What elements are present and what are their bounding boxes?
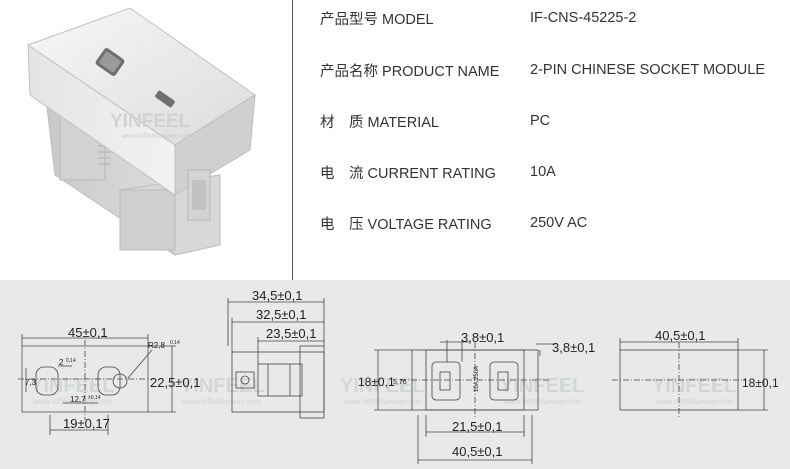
section-divider xyxy=(292,0,293,280)
drawing-watermark: YINFEEL xyxy=(340,375,424,397)
dim-top-height-left: 18±0,1 xyxy=(358,375,395,389)
dim-back-width: 40,5±0,1 xyxy=(655,328,706,343)
dim-top-pin-width: 3,8±0,1 xyxy=(461,330,504,345)
dim-radius: R2,8 xyxy=(148,341,165,350)
dim-bottom-spacing: 19±0,17 xyxy=(63,416,110,431)
product-photo: YINFEEL www.infinitiveway.com xyxy=(0,0,292,280)
spec-label: 产品型号 MODEL xyxy=(320,11,434,28)
technical-drawing-panel: YINFEEL YINFEEL YINFEEL YINFEEL YINFEEL … xyxy=(0,280,790,469)
back-view xyxy=(612,338,768,418)
front-view xyxy=(18,334,176,435)
socket-module-render: YINFEEL www.infinitiveway.com xyxy=(26,7,256,256)
dim-side-depth-1: 34,5±0,1 xyxy=(252,288,303,303)
dim-front-width: 45±0,1 xyxy=(68,325,108,340)
dim-pin-offset-tol: 0,14 xyxy=(66,358,76,364)
drawing-watermark-url: www.infinitiveway.com xyxy=(342,397,422,406)
dim-top-inner: 21,5±0,1 xyxy=(452,419,503,434)
rating-mark: 10A 250A xyxy=(474,366,480,392)
photo-watermark: YINFEEL xyxy=(110,111,191,132)
dim-top-outer: 40,5±0,1 xyxy=(452,444,503,459)
drawing-watermark-url: www.infinitiveway.com xyxy=(181,397,261,406)
spec-label: 材 质 MATERIAL xyxy=(320,114,439,131)
dim-front-height: 22,5±0,1 xyxy=(150,375,201,390)
spec-label: 产品名称 PRODUCT NAME xyxy=(320,63,500,80)
dim-radius-tol: 0,14 xyxy=(170,340,180,346)
dim-pin-spacing: 12,7 xyxy=(70,395,86,404)
drawing-watermark-url: www.infinitiveway.com xyxy=(502,397,582,406)
spec-label: 电 压 VOLTAGE RATING xyxy=(320,216,492,233)
dim-top-pin-offset: 5,76 xyxy=(393,379,407,386)
photo-watermark-url: www.infinitiveway.com xyxy=(121,133,191,140)
spec-value: 2-PIN CHINESE SOCKET MODULE xyxy=(530,62,766,78)
drawing-watermark: YINFEEL xyxy=(30,375,114,397)
dimension-drawings: YINFEEL YINFEEL YINFEEL YINFEEL YINFEEL … xyxy=(18,288,779,464)
spec-label: 电 流 CURRENT RATING xyxy=(320,165,496,182)
dim-top-pin-width-right: 3,8±0,1 xyxy=(552,340,595,355)
drawing-watermark-url: www.infinitiveway.com xyxy=(654,397,734,406)
dim-pin-offset: 2 xyxy=(59,358,64,367)
side-view xyxy=(227,298,325,419)
spec-value: 10A xyxy=(530,164,556,180)
dim-side-depth-2: 32,5±0,1 xyxy=(256,307,307,322)
dim-left-height: 7,3 xyxy=(25,378,37,387)
top-view xyxy=(374,340,556,464)
drawing-watermark: YINFEEL xyxy=(180,375,264,397)
spec-value: PC xyxy=(530,113,551,129)
drawing-watermark: YINFEEL xyxy=(500,375,584,397)
dim-back-height: 18±0,1 xyxy=(742,376,779,390)
dim-side-depth-3: 23,5±0,1 xyxy=(266,326,317,341)
dim-pin-spacing-tol: ±0,14 xyxy=(88,395,101,401)
drawing-watermark: YINFEEL xyxy=(652,375,736,397)
spec-value: 250V AC xyxy=(530,215,588,231)
drawing-watermark-url: www.infinitiveway.com xyxy=(32,397,112,406)
spec-table: 产品型号 MODEL IF-CNS-45225-2 产品名称 PRODUCT N… xyxy=(320,0,780,270)
spec-value: IF-CNS-45225-2 xyxy=(530,10,637,26)
